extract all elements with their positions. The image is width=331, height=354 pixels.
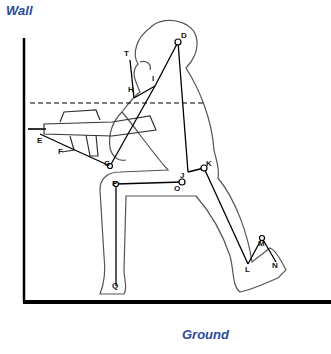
link-line bbox=[115, 184, 116, 286]
ground-line bbox=[23, 300, 331, 304]
link-line bbox=[66, 146, 110, 166]
boundary-label: Ground bbox=[182, 328, 229, 341]
body-outline bbox=[100, 20, 286, 294]
rifle-magazine bbox=[86, 135, 98, 156]
point-label: Q bbox=[112, 282, 118, 290]
point-label: T bbox=[124, 50, 129, 58]
link-line bbox=[110, 86, 155, 166]
link-line bbox=[178, 42, 188, 172]
link-line bbox=[204, 168, 248, 264]
wall-line bbox=[23, 38, 26, 302]
point-label: M bbox=[258, 240, 265, 248]
point-label: L bbox=[245, 266, 250, 274]
point-label: P bbox=[112, 180, 117, 188]
boundary-label: Wall bbox=[6, 4, 33, 17]
rifle-handle bbox=[60, 110, 100, 122]
link-line bbox=[40, 134, 66, 146]
joint-marker bbox=[175, 39, 181, 45]
sight-line bbox=[30, 103, 205, 104]
point-label: O bbox=[174, 185, 180, 193]
joints bbox=[108, 39, 265, 241]
link-line bbox=[134, 86, 155, 98]
point-label: I bbox=[152, 75, 154, 83]
link-line bbox=[155, 42, 178, 86]
point-label: K bbox=[206, 160, 212, 168]
rifle bbox=[28, 110, 156, 156]
face-outline bbox=[140, 61, 150, 70]
point-label: E bbox=[37, 137, 42, 145]
point-label: N bbox=[272, 262, 278, 270]
point-label: F bbox=[58, 148, 63, 156]
point-label: D bbox=[181, 32, 187, 40]
skeleton bbox=[40, 42, 276, 286]
rifle-barrel bbox=[28, 128, 46, 130]
link-line bbox=[116, 182, 182, 184]
figure-outline bbox=[100, 20, 286, 294]
point-label: J bbox=[180, 172, 184, 180]
rifle-grip bbox=[62, 136, 74, 152]
point-label: H bbox=[128, 86, 134, 94]
point-label: G bbox=[104, 160, 110, 168]
